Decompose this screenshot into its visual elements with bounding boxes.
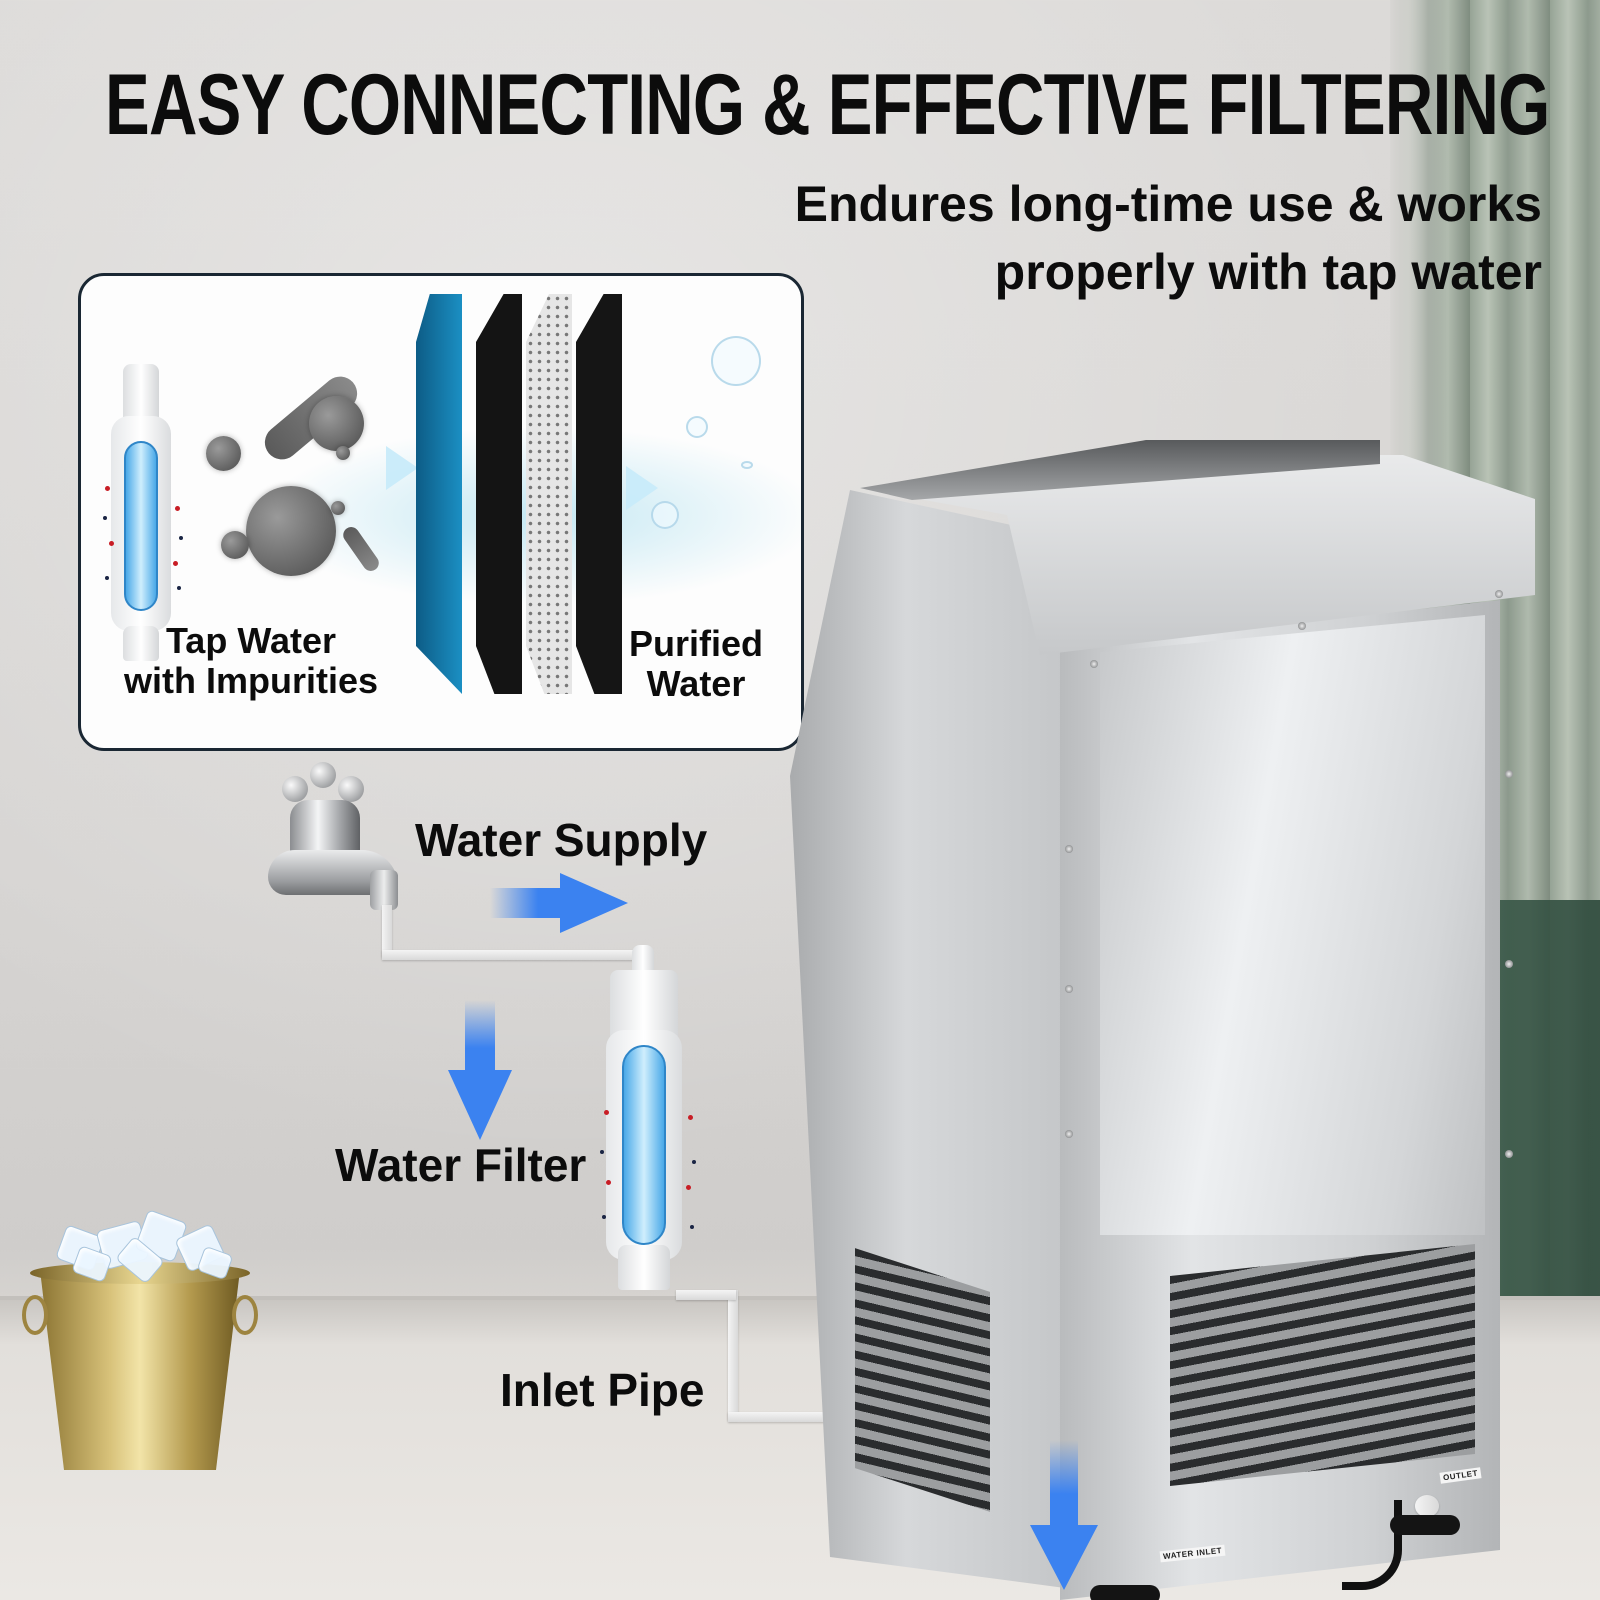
- inlet-pipe-label: Inlet Pipe: [500, 1364, 705, 1416]
- filter-layer-dotted: [526, 294, 572, 694]
- purified-water-label-line-2: Water: [646, 662, 746, 704]
- tap-water-label-line-1: Tap Water: [165, 620, 336, 661]
- subtitle-line-1: Endures long-time use & works: [794, 176, 1542, 232]
- filter-layer-carbon-2: [576, 294, 622, 694]
- filtration-diagram-panel: Tap Water with Impurities Purified Water: [78, 273, 804, 751]
- front-vent: [1170, 1243, 1475, 1487]
- water-supply-label: Water Supply: [415, 814, 708, 866]
- inlet-arrow-head-icon: [1030, 1525, 1098, 1590]
- machine-door: [1100, 615, 1485, 1235]
- filter-layer-blue: [416, 294, 462, 694]
- arrow-down-head-icon: [448, 1070, 512, 1140]
- tap-water-label: Tap Water with Impurities: [101, 621, 401, 700]
- flow-arrow-icon: [626, 466, 658, 510]
- power-cord: [1342, 1500, 1402, 1590]
- water-filter-label: Water Filter: [335, 1139, 587, 1191]
- arrow-right-icon: [490, 888, 570, 918]
- inlet-pipe: [676, 1290, 736, 1300]
- flow-arrow-icon: [386, 446, 418, 490]
- supply-pipe: [382, 950, 642, 960]
- side-vent: [855, 1248, 990, 1512]
- headline-title: EASY CONNECTING & EFFECTIVE FILTERING: [105, 57, 1550, 153]
- arrow-right-head-icon: [560, 873, 628, 933]
- inlet-pipe: [728, 1290, 738, 1420]
- baseboard: [0, 1296, 1600, 1302]
- purified-water-label-line-1: Purified: [628, 623, 763, 664]
- arrow-down-icon: [465, 1000, 495, 1080]
- headline-subtitle: Endures long-time use & works properly w…: [795, 170, 1542, 306]
- filter-layer-carbon-1: [476, 294, 522, 694]
- subtitle-line-2: properly with tap water: [994, 244, 1542, 300]
- supply-pipe: [382, 905, 392, 957]
- purified-water-label: Purified Water: [611, 624, 781, 703]
- tap-water-label-line-2: with Impurities: [123, 659, 379, 701]
- outlet-port: [1415, 1495, 1439, 1517]
- inlet-arrow-down-icon: [1050, 1440, 1078, 1530]
